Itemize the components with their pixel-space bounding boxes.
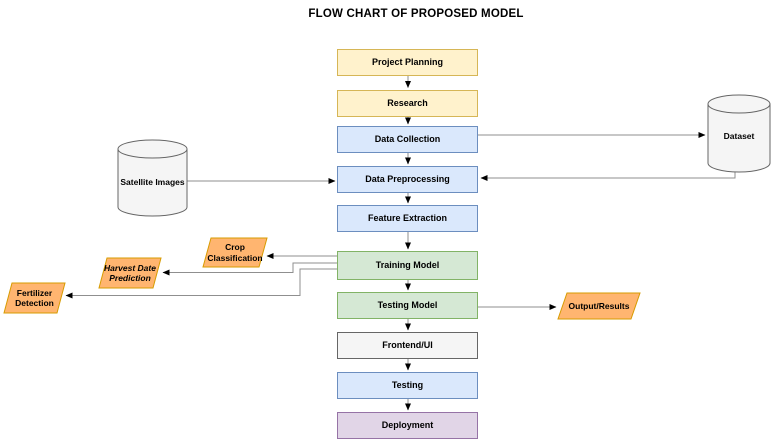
- parallelogram-crop-classification: [202, 237, 268, 268]
- parallelogram-fertilizer-detection: [3, 282, 66, 314]
- database-label-dataset: Dataset: [723, 130, 755, 141]
- edge-training-model-fertilizer-detection: [65, 268, 337, 299]
- node-label: Frontend/UI: [382, 339, 433, 350]
- node-label: Training Model: [375, 259, 440, 270]
- database-label-satellite-images: Satellite Images: [120, 176, 185, 187]
- node-training-model: Training Model: [337, 251, 478, 280]
- output-label-fertilizer-detection: Fertilizer Detection: [15, 287, 54, 308]
- node-label: Testing: [391, 379, 424, 390]
- node-label: Testing Model: [377, 299, 438, 310]
- diagram-title: FLOW CHART OF PROPOSED MODEL: [308, 8, 524, 20]
- node-data-preprocessing: Data Preprocessing: [337, 166, 478, 193]
- node-feature-extraction: Feature Extraction: [337, 205, 478, 232]
- node-label: Research: [387, 97, 428, 108]
- node-data-collection: Data Collection: [337, 126, 478, 153]
- node-testing-model: Testing Model: [337, 292, 478, 319]
- output-label-harvest-date-prediction: Harvest Date Prediction: [104, 262, 156, 283]
- output-label-crop-classification: Crop Classification: [207, 242, 263, 263]
- node-project-planning: Project Planning: [337, 49, 478, 76]
- output-label-output-results: Output/Results: [568, 300, 630, 311]
- parallelogram-output-results: [557, 292, 641, 320]
- node-label: Deployment: [381, 419, 434, 430]
- edge-dataset-data-preprocessing: [480, 171, 736, 181]
- node-label: Project Planning: [371, 56, 443, 67]
- node-deployment: Deployment: [337, 412, 478, 439]
- database-dataset: [707, 94, 771, 173]
- edge-training-model-harvest-date-prediction: [162, 262, 337, 276]
- database-satellite-images: [117, 139, 188, 217]
- node-label: Data Preprocessing: [365, 173, 450, 184]
- node-testing: Testing: [337, 372, 478, 399]
- node-label: Feature Extraction: [367, 212, 448, 223]
- node-frontend-ui: Frontend/UI: [337, 332, 478, 359]
- node-label: Data Collection: [374, 133, 441, 144]
- parallelogram-harvest-date-prediction: [98, 257, 162, 289]
- node-research: Research: [337, 90, 478, 117]
